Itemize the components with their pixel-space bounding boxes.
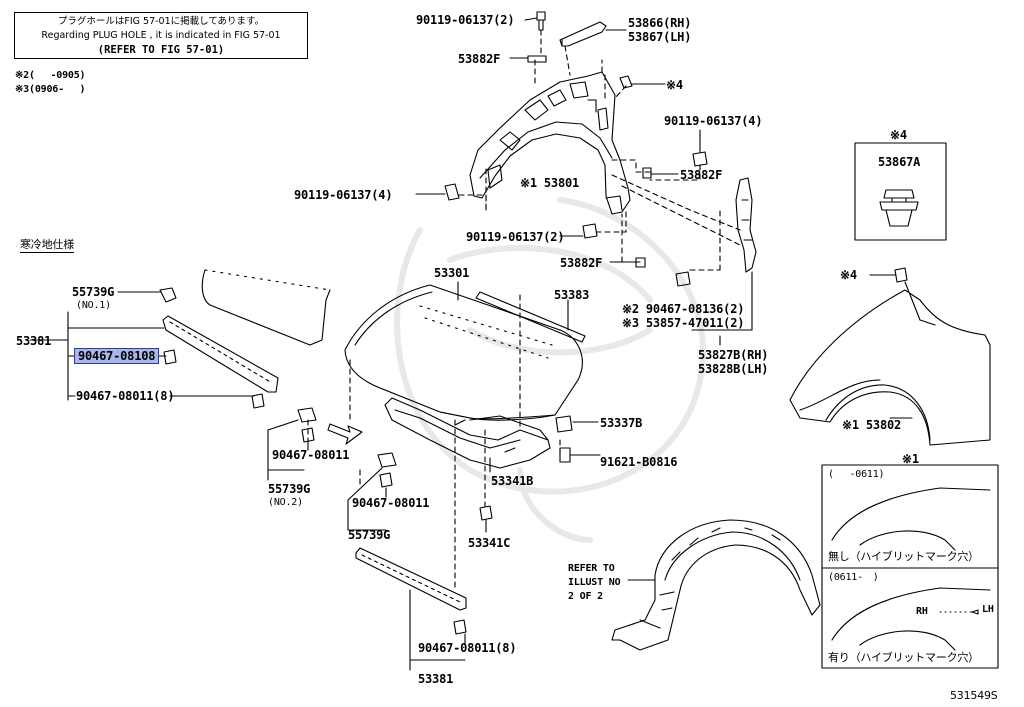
part-label[interactable]: 53882F	[560, 256, 603, 270]
inset-range: ( -0611)	[828, 469, 885, 480]
notice-line-jp: プラグホールはFIG 57-01に掲載してあります。	[57, 16, 265, 27]
fender-liner-53801	[469, 71, 631, 215]
part-label[interactable]: ※2 90467-08136(2)	[622, 302, 745, 316]
part-label[interactable]: 53381	[16, 334, 52, 348]
part-label[interactable]: 53867A	[878, 155, 921, 169]
part-label[interactable]: 53301	[434, 266, 470, 280]
part-label[interactable]: 90467-08011(8)	[76, 389, 175, 403]
part-label[interactable]: 91621-B0816	[600, 455, 678, 469]
part-label[interactable]: 90119-06137(2)	[466, 230, 565, 244]
clip-53867A-box	[854, 142, 947, 241]
hood-53301	[344, 284, 583, 421]
lh-label: LH	[982, 604, 994, 615]
inset-caption: 無し（ハイブリットマーク穴）	[828, 550, 979, 563]
part-label[interactable]: 53341B	[491, 474, 534, 488]
inset-fender-2	[831, 587, 991, 651]
note-2: ※2( -0905)	[15, 70, 86, 81]
inset-range: (0611- )	[828, 572, 879, 583]
fender-53802	[789, 289, 991, 446]
inset-fender-1	[831, 487, 991, 551]
part-label[interactable]: 90119-06137(4)	[294, 188, 393, 202]
part-label[interactable]: 90119-06137(4)	[664, 114, 763, 128]
notice-line-en: Regarding PLUG HOLE , it is indicated in…	[41, 30, 281, 41]
part-label[interactable]: ※3 53857-47011(2)	[622, 316, 745, 330]
part-label[interactable]: 90119-06137(2)	[416, 13, 515, 27]
inner-liner	[611, 519, 821, 651]
inset-caption: 有り（ハイブリットマーク穴）	[828, 651, 979, 664]
refer-text: ILLUST NO	[568, 577, 621, 588]
refer-text: 2 OF 2	[568, 591, 603, 602]
note-3: ※3(0906- )	[15, 84, 86, 95]
refer-text: REFER TO	[568, 563, 615, 574]
part-label[interactable]: 55739G	[72, 285, 115, 299]
part-label[interactable]: 53341C	[468, 536, 511, 550]
dashed-leaders	[307, 29, 741, 591]
part-label[interactable]: ※1 53802	[842, 418, 902, 432]
part-label[interactable]: 90467-08011	[272, 448, 350, 462]
seal-strip-left	[162, 315, 279, 393]
part-label[interactable]: 53882F	[458, 52, 501, 66]
notice-box: プラグホールはFIG 57-01に掲載してあります。 Regarding PLU…	[14, 12, 308, 59]
part-label[interactable]: 90467-08011(8)	[418, 641, 517, 655]
part-label[interactable]: 53867(LH)	[628, 30, 692, 44]
part-label[interactable]: ※1 53801	[520, 176, 580, 190]
bumper-clips	[159, 267, 908, 635]
cold-spec-heading: 寒冷地仕様	[20, 238, 74, 253]
hood-inner-panel	[384, 397, 551, 469]
weatherstrip-53383	[475, 291, 586, 343]
watermark-emblem	[394, 197, 707, 543]
part-label[interactable]: 53828B(LH)	[698, 362, 769, 376]
part-label[interactable]: 90467-08011	[352, 496, 430, 510]
hood-upper-outline	[201, 269, 331, 346]
part-label[interactable]: 53827B(RH)	[698, 348, 769, 362]
bracket-53866	[559, 21, 607, 47]
part-label[interactable]: 55739G	[268, 482, 311, 496]
part-sub-label: (NO.1)	[76, 300, 111, 311]
inset-box-2	[821, 567, 999, 669]
direction-arrow	[327, 423, 363, 445]
rh-label: RH	[916, 606, 928, 617]
part-label[interactable]: 53381	[418, 672, 454, 686]
part-label[interactable]: 53866(RH)	[628, 16, 692, 30]
part-label[interactable]: 53383	[554, 288, 590, 302]
seal-strip-bottom	[355, 547, 467, 611]
mark-label: ※1	[902, 452, 919, 466]
part-label-selected[interactable]: 90467-08108	[73, 348, 160, 364]
mark-label: ※4	[666, 78, 683, 92]
mark-label: ※4	[890, 128, 907, 142]
leader-lines	[29, 17, 921, 671]
part-label[interactable]: 53882F	[680, 168, 723, 182]
clip-53867A-icon	[879, 189, 919, 227]
mark-label: ※4	[840, 268, 857, 282]
part-sub-label: (NO.2)	[268, 497, 303, 508]
part-label[interactable]: 55739G	[348, 528, 391, 542]
diagram-id: 531549S	[950, 689, 998, 702]
part-label[interactable]: 53337B	[600, 416, 643, 430]
notice-line-ref: (REFER TO FIG 57-01)	[97, 44, 225, 56]
seal-53827B	[735, 177, 757, 273]
